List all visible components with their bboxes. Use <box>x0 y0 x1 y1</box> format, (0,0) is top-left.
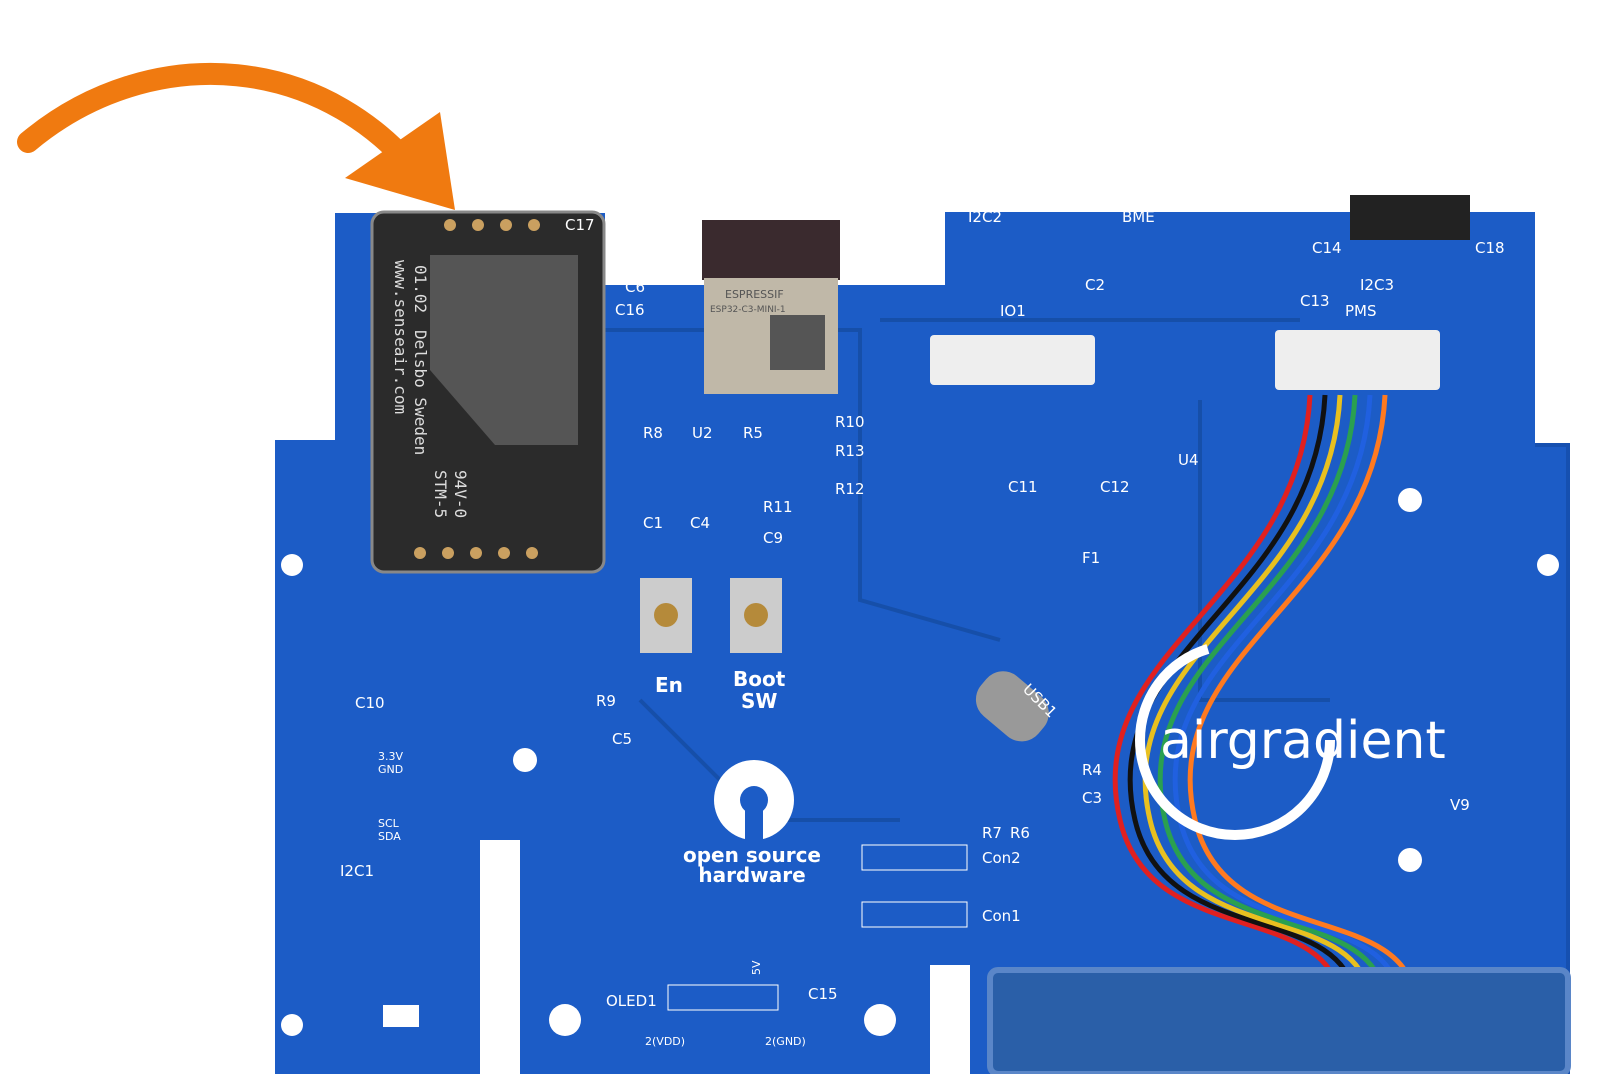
silk-label-vdd: 2(VDD) <box>645 1035 685 1048</box>
silk-label-en: En <box>655 673 683 697</box>
usb-c-port <box>975 671 1049 742</box>
silk-label-r12: R12 <box>835 480 865 498</box>
board-version: V9 <box>1450 796 1470 814</box>
esp-model: ESP32-C3-MINI-1 <box>710 305 786 315</box>
silk-label-c1: C1 <box>643 514 663 532</box>
osh-gear-icon <box>714 760 794 845</box>
silk-label-gnd: GND <box>378 763 403 776</box>
senseair-sensor-module: www.senseair.com 01.02 Delsbo Sweden STM… <box>370 210 606 574</box>
silk-label-r5: R5 <box>743 424 763 442</box>
cable-bundle <box>1112 394 1418 1001</box>
sensor-version: 01.02 <box>411 265 430 313</box>
silk-label-c3: C3 <box>1082 789 1102 807</box>
silk-label-c12: C12 <box>1100 478 1130 496</box>
silk-label-pin33: 3.3V <box>378 750 403 763</box>
sensor-model: STM-5 <box>431 470 450 518</box>
esp32-module: ESPRESSIF ESP32-C3-MINI-1 <box>702 220 840 394</box>
silk-label-pms: PMS <box>1345 302 1377 320</box>
silk-label-r6: R6 <box>1010 824 1030 842</box>
silk-label-c14: C14 <box>1312 239 1342 257</box>
silk-label-u4: U4 <box>1178 451 1199 469</box>
silk-label-i2c1: I2C1 <box>340 862 374 880</box>
con-headers <box>667 844 968 1011</box>
silk-label-boot: Boot <box>733 667 786 691</box>
esp-brand: ESPRESSIF <box>725 288 784 301</box>
silk-label-c18: C18 <box>1475 239 1505 257</box>
airgradient-logo: airgradient <box>1160 711 1446 771</box>
osh-text-line1: open source <box>683 843 821 867</box>
silk-label-r9: R9 <box>596 692 616 710</box>
silk-label-gnd2: 2(GND) <box>765 1035 806 1048</box>
silk-label-io1: IO1 <box>1000 302 1026 320</box>
silk-label-c6: C6 <box>625 278 645 296</box>
silk-label-c13: C13 <box>1300 292 1330 310</box>
silkscreen-labels: C17 C6 C16 I2C2 BME C14 C18 C2 I2C3 C13 … <box>340 208 1505 1048</box>
silk-label-v5: 5V <box>750 960 763 975</box>
pms-connector <box>1275 330 1440 390</box>
sensor-rating: 94V-0 <box>451 470 470 518</box>
osh-text-line2: hardware <box>698 863 805 887</box>
silk-label-c15: C15 <box>808 985 838 1003</box>
sensor-website: www.senseair.com <box>391 260 410 414</box>
silk-label-i2c3: I2C3 <box>1360 276 1394 294</box>
silk-label-scl: SCL <box>378 817 400 830</box>
silk-label-sda: SDA <box>378 830 401 843</box>
silk-label-r8: R8 <box>643 424 663 442</box>
silk-label-r11: R11 <box>763 498 793 516</box>
silk-label-c5: C5 <box>612 730 632 748</box>
sensor-origin: Delsbo Sweden <box>411 330 430 455</box>
silk-label-c10: C10 <box>355 694 385 712</box>
silk-label-u2: U2 <box>692 424 713 442</box>
silk-label-i2c2: I2C2 <box>968 208 1002 226</box>
silk-label-c4: C4 <box>690 514 710 532</box>
silk-label-bme: BME <box>1122 208 1155 226</box>
i2c3-header <box>1350 195 1470 240</box>
silk-label-sw: SW <box>741 689 777 713</box>
silk-label-c11: C11 <box>1008 478 1038 496</box>
airgradient-logo-ring <box>1135 640 1335 840</box>
silk-label-c9: C9 <box>763 529 783 547</box>
silk-label-r7: R7 <box>982 824 1002 842</box>
silk-label-con1: Con1 <box>982 907 1021 925</box>
silk-label-c16: C16 <box>615 301 645 319</box>
pms-sensor <box>987 967 1571 1074</box>
silk-label-r10: R10 <box>835 413 865 431</box>
buttons <box>640 578 782 653</box>
silk-label-c17: C17 <box>565 216 595 234</box>
orange-arrow-icon <box>17 62 455 210</box>
silk-label-oled1: OLED1 <box>606 992 657 1010</box>
io1-connector <box>930 335 1095 385</box>
silk-label-r13: R13 <box>835 442 865 460</box>
silk-label-con2: Con2 <box>982 849 1021 867</box>
silk-label-f1: F1 <box>1082 549 1100 567</box>
silk-label-c2: C2 <box>1085 276 1105 294</box>
silk-label-r4: R4 <box>1082 761 1102 779</box>
